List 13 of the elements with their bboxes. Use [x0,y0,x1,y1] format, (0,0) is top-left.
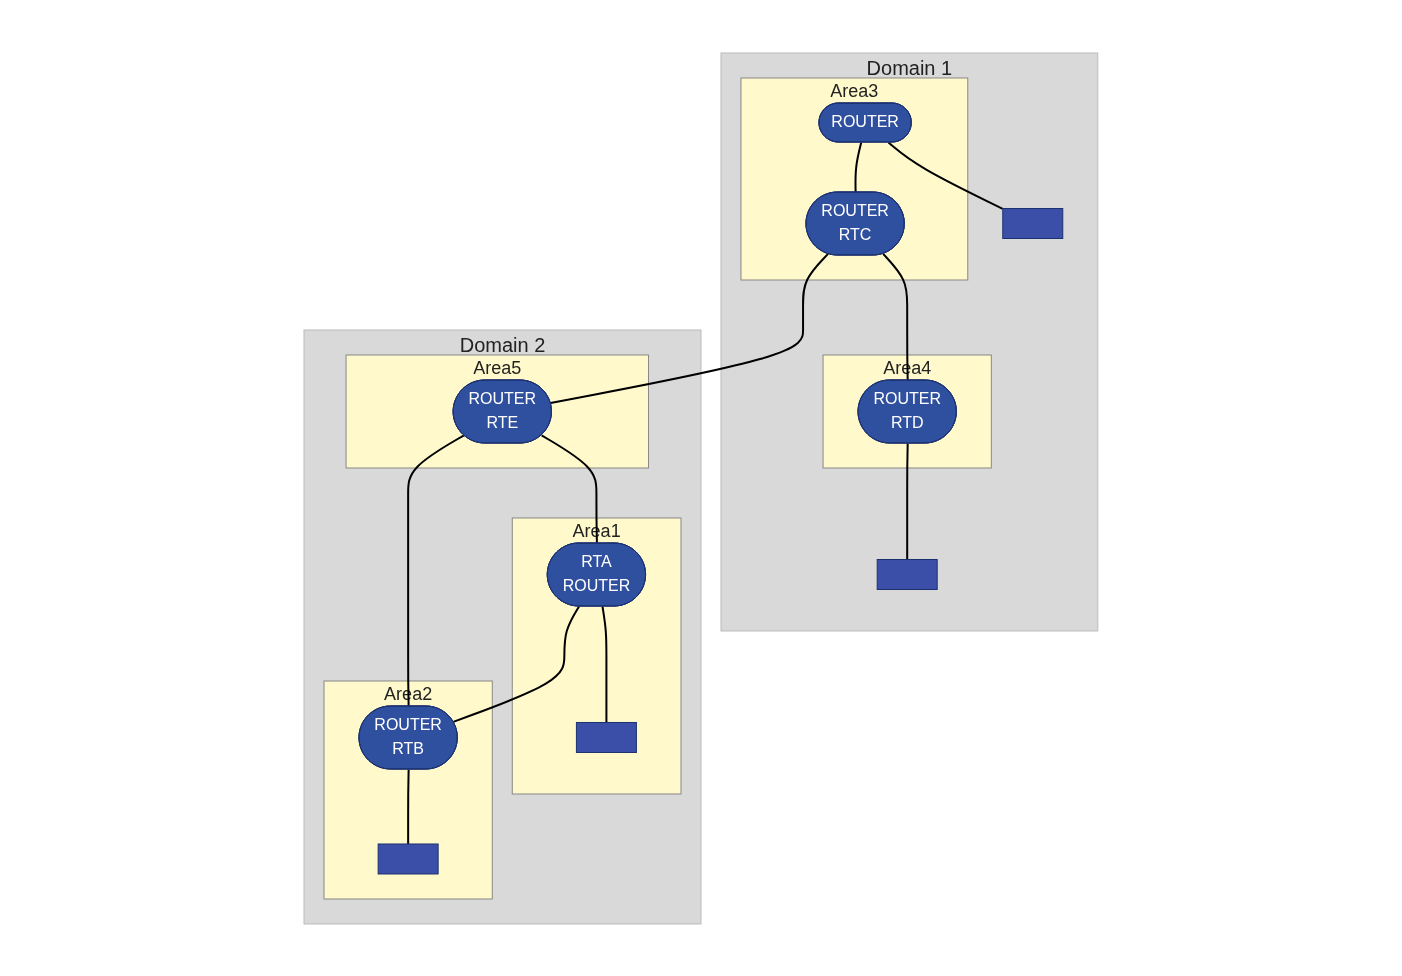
node-box [1002,207,1064,239]
connector [601,605,608,723]
connector [887,141,1004,210]
node-box [876,558,938,590]
connector [906,442,909,560]
node-box [576,721,638,753]
node-box [377,843,439,874]
connector [407,433,466,707]
connector [854,141,863,193]
connector [407,768,410,845]
connector [549,252,830,404]
connector [452,605,581,723]
connector [540,433,599,544]
